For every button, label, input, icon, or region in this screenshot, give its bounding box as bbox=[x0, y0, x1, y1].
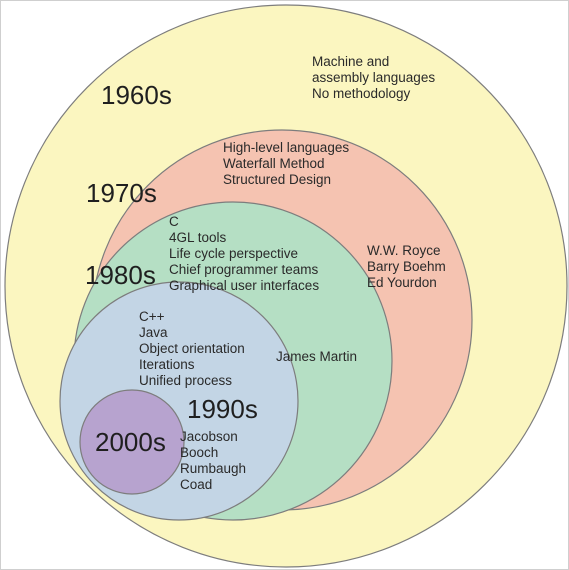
text-1970s-line-1: High-level languages bbox=[223, 140, 349, 155]
circle-1990s bbox=[59, 281, 299, 521]
text-1960s-line-2: assembly languages bbox=[312, 70, 435, 85]
circle-2000s bbox=[79, 389, 185, 495]
decade-label-1980s: 1980s bbox=[85, 260, 156, 290]
person-1990s-4: Coad bbox=[180, 477, 212, 492]
decade-label-1970s: 1970s bbox=[86, 178, 157, 208]
text-1980s-line-5: Graphical user interfaces bbox=[169, 278, 319, 293]
text-1990s-line-1: C++ bbox=[139, 309, 165, 324]
text-1990s-line-4: Iterations bbox=[139, 357, 195, 372]
person-1970s-2: Barry Boehm bbox=[367, 259, 446, 274]
text-1960s-line-3: No methodology bbox=[312, 86, 411, 101]
person-1970s-1: W.W. Royce bbox=[367, 243, 441, 258]
decade-label-1960s: 1960s bbox=[101, 80, 172, 110]
text-1980s-line-2: 4GL tools bbox=[169, 230, 227, 245]
person-1970s-3: Ed Yourdon bbox=[367, 275, 437, 290]
text-1990s-line-5: Unified process bbox=[139, 373, 232, 388]
text-1990s-line-3: Object orientation bbox=[139, 341, 245, 356]
text-1970s-line-2: Waterfall Method bbox=[223, 156, 325, 171]
decade-label-2000s: 2000s bbox=[95, 427, 166, 457]
text-1980s-line-3: Life cycle perspective bbox=[169, 246, 298, 261]
person-1980s-1: James Martin bbox=[276, 349, 357, 364]
person-1990s-3: Rumbaugh bbox=[180, 461, 246, 476]
text-1970s-line-3: Structured Design bbox=[223, 172, 331, 187]
decade-label-1990s: 1990s bbox=[187, 394, 258, 424]
text-1980s-line-1: C bbox=[169, 214, 179, 229]
person-1990s-2: Booch bbox=[180, 445, 218, 460]
person-1990s-1: Jacobson bbox=[180, 429, 238, 444]
text-1980s-line-4: Chief programmer teams bbox=[169, 262, 319, 277]
text-1990s-line-2: Java bbox=[139, 325, 168, 340]
text-1960s-line-1: Machine and bbox=[312, 54, 389, 69]
